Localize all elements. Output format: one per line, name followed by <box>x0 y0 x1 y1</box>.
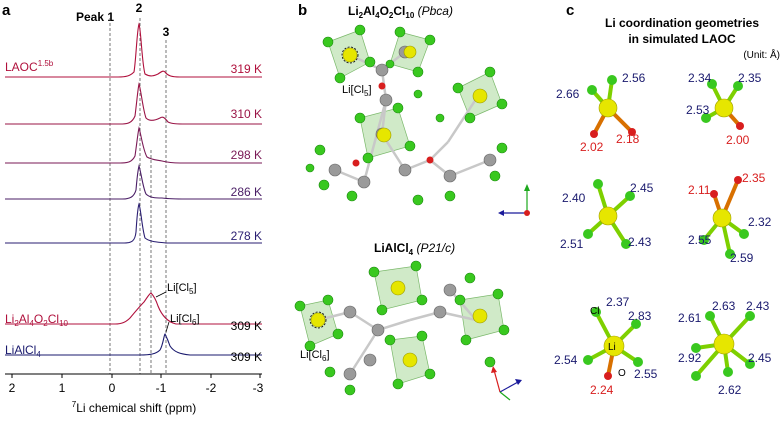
panel-b-letter: b <box>298 2 307 19</box>
bond-length-label: 2.37 <box>606 295 630 309</box>
panel-c: c Li coordination geometries in simulate… <box>542 0 784 436</box>
bond-length-label: 2.55 <box>688 233 712 247</box>
spectrum-286k <box>5 164 262 200</box>
bond-length-label: 2.54 <box>554 353 578 367</box>
bond-length-label: 2.35 <box>742 171 766 185</box>
panel-b: b Li2Al4O2Cl10 (Pbca) <box>290 0 542 436</box>
bond-length-label: 2.45 <box>630 181 654 195</box>
temp-label-278k: 278 K <box>231 229 262 243</box>
x-tick-label: -2 <box>206 381 217 395</box>
x-tick-label: 0 <box>109 381 116 395</box>
top-site-label: Li[Cl5] <box>342 84 372 98</box>
temp-label-li2al4o2cl10: 309 K <box>231 319 262 333</box>
top-structure-title: Li2Al4O2Cl10 (Pbca) <box>348 4 453 20</box>
bond-length-label: 2.62 <box>718 383 742 397</box>
axes-triad-top <box>498 184 530 216</box>
sample-label-li2al4o2cl10: Li2Al4O2Cl10 <box>5 312 69 328</box>
unit-label: (Unit: Å) <box>743 48 780 61</box>
panel-c-letter: c <box>566 2 574 19</box>
atom-label-li: Li <box>608 342 616 353</box>
bond-length-label: 2.00 <box>726 133 750 147</box>
bond-length-label: 2.34 <box>688 71 712 85</box>
bond-length-label: 2.24 <box>590 383 614 397</box>
panel-a: a Peak 1 2 3 LAOC1.5b Li2Al4O2Cl10 LiAlC… <box>0 0 300 436</box>
lialcl4-structure <box>294 260 510 396</box>
axes-triad-bottom <box>491 366 522 401</box>
bond-length-label: 2.83 <box>628 309 652 323</box>
bond-length-label: 2.18 <box>616 132 640 146</box>
spectrum-298k <box>5 126 262 164</box>
li-coordination-figure: c Li coordination geometries in simulate… <box>554 2 780 397</box>
site-cl5-pointer <box>155 291 167 298</box>
x-tick-label: -3 <box>253 381 264 395</box>
spectrum-319k <box>5 22 262 78</box>
bond-length-label: 2.63 <box>712 299 736 313</box>
bond-length-label: 2.51 <box>560 237 584 251</box>
bond-length-label: 2.40 <box>562 191 586 205</box>
bond-length-label: 2.53 <box>686 103 710 117</box>
site-cl6-pointer <box>165 321 170 333</box>
bond-length-label: 2.45 <box>748 351 772 365</box>
bond-length-label: 2.43 <box>628 235 652 249</box>
bond-length-label: 2.66 <box>556 87 580 101</box>
coordination-structure-1 <box>587 75 636 138</box>
spectrum-278k <box>5 202 262 244</box>
panel-c-title-line1: Li coordination geometries <box>605 16 759 30</box>
x-tick-label: 2 <box>9 381 16 395</box>
crystal-structures-figure: b Li2Al4O2Cl10 (Pbca) <box>294 2 530 401</box>
bond-length-label: 2.59 <box>730 251 754 265</box>
site-label-cl5: Li[Cl5] <box>167 282 197 296</box>
bond-length-label: 2.35 <box>738 71 762 85</box>
coordination-structure-4 <box>699 176 749 259</box>
temp-label-310k: 310 K <box>231 107 262 121</box>
temp-label-lialcl4: 309 K <box>231 350 262 364</box>
li2al4o2cl10-structure <box>305 24 508 206</box>
peak-3-label: 3 <box>163 25 170 39</box>
bond-length-label: 2.92 <box>678 351 702 365</box>
bond-length-label: 2.02 <box>580 140 604 154</box>
atom-label-o: O <box>618 368 626 379</box>
temp-label-286k: 286 K <box>231 185 262 199</box>
coordination-structure-3 <box>583 179 635 249</box>
x-tick-label: -1 <box>156 381 167 395</box>
atom-label-cl: Cl <box>590 306 599 317</box>
spectrum-li2al4o2cl10 <box>5 292 262 325</box>
bond-length-label: 2.61 <box>678 311 702 325</box>
coordination-structure-6 <box>691 311 755 381</box>
sample-label-laoc: LAOC1.5b <box>5 59 54 74</box>
bottom-site-label: Li[Cl6] <box>300 349 330 363</box>
peak-2-label: 2 <box>136 1 143 15</box>
coordination-structure-2 <box>701 79 744 130</box>
x-axis-label: 7Li chemical shift (ppm) <box>72 400 197 415</box>
spectrum-310k <box>5 82 262 125</box>
bottom-structure-title: LiAlCl4 (P21/c) <box>374 241 455 257</box>
x-axis-ticks <box>11 374 261 378</box>
bond-length-label: 2.56 <box>622 71 646 85</box>
bond-length-label: 2.11 <box>688 183 711 197</box>
site-label-cl6: Li[Cl6] <box>170 313 200 327</box>
nmr-spectra-figure: a Peak 1 2 3 LAOC1.5b Li2Al4O2Cl10 LiAlC… <box>2 1 264 415</box>
coordination-structure-5 <box>583 307 643 380</box>
bond-length-label: 2.55 <box>634 367 658 381</box>
temp-label-319k: 319 K <box>231 62 262 76</box>
bond-length-label: 2.32 <box>748 215 772 229</box>
panel-c-title-line2: in simulated LAOC <box>628 32 736 46</box>
peak-1-label: Peak 1 <box>76 10 114 24</box>
sample-label-lialcl4: LiAlCl4 <box>5 343 41 359</box>
panel-a-letter: a <box>2 2 11 19</box>
spectrum-lialcl4 <box>5 333 262 356</box>
bond-length-label: 2.43 <box>746 299 770 313</box>
temp-label-298k: 298 K <box>231 148 262 162</box>
x-tick-label: 1 <box>59 381 66 395</box>
